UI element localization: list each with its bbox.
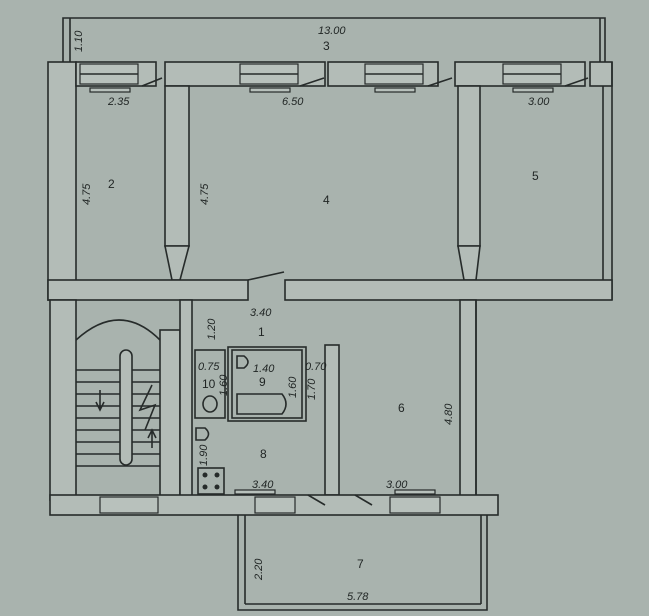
room-number-9: 9 (259, 375, 266, 389)
door-swing (141, 77, 163, 87)
room-number-6: 6 (398, 401, 405, 415)
top-wall-segment (589, 61, 613, 87)
partition-wall (164, 85, 190, 247)
radiator (374, 87, 416, 93)
left-exterior-wall (47, 61, 77, 301)
room-number-4: 4 (323, 193, 330, 207)
room-number-1: 1 (258, 325, 265, 339)
dim-room8-depth: 1.90 (198, 444, 210, 466)
stairwell-wall (49, 299, 77, 501)
door-swing (354, 494, 373, 506)
dim-room4-depth: 4.75 (199, 183, 211, 205)
dim-room6-width: 3.00 (386, 479, 408, 491)
corridor-wall (284, 279, 613, 301)
radiator (394, 489, 436, 495)
room-number-3: 3 (323, 39, 330, 53)
window (389, 496, 441, 514)
room-number-10: 10 (202, 377, 216, 391)
window (254, 496, 296, 514)
dim-room6-depth: 4.80 (443, 403, 455, 425)
radiator (234, 489, 276, 495)
room-10-outline (194, 349, 226, 419)
dim-room2-width: 2.35 (107, 96, 130, 108)
partition-wall (457, 85, 481, 247)
balcony-7-outline (237, 515, 488, 611)
dim-room1-width: 3.40 (250, 307, 272, 319)
dim-closet-depth: 1.70 (306, 378, 318, 400)
room-number-2: 2 (108, 177, 115, 191)
room-number-8: 8 (260, 447, 267, 461)
dim-closet-width: 0.70 (305, 361, 327, 373)
dim-balcony3-depth: 1.10 (73, 30, 85, 52)
corridor-wall (47, 279, 249, 301)
kitchen-sink-icon (195, 427, 210, 441)
toilet-icon (202, 395, 218, 413)
stair-handrail (119, 349, 133, 466)
room-6-wall (324, 344, 340, 496)
dim-room10-depth: 1.60 (218, 374, 230, 396)
room-9-outline (231, 349, 303, 419)
stove-icon (197, 467, 225, 495)
window (99, 496, 159, 514)
dim-balcony3-length: 13.00 (318, 25, 346, 37)
balcony-3-outline (62, 17, 606, 62)
room-6-right-wall (459, 299, 477, 501)
door-swing (307, 494, 326, 506)
dim-room8-width: 3.40 (252, 479, 274, 491)
radiator (512, 87, 554, 93)
bath-block-wall (227, 346, 307, 422)
stair-steps (76, 369, 160, 467)
dim-balcony7-length: 5.78 (347, 591, 369, 603)
dim-room1-depth: 1.20 (206, 318, 218, 340)
dim-room10-width: 0.75 (198, 361, 220, 373)
door-swing (247, 271, 285, 281)
door-swing (427, 77, 453, 87)
room-number-5: 5 (532, 169, 539, 183)
door-swing (564, 77, 589, 87)
radiator (89, 87, 131, 93)
bathtub-icon (236, 393, 287, 415)
door-swing (299, 77, 325, 87)
stair-landing-curve (75, 319, 161, 341)
radiator (249, 87, 291, 93)
dim-room2-depth: 4.75 (81, 183, 93, 205)
dim-room9-depth: 1.60 (287, 376, 299, 398)
sink-icon (236, 355, 249, 369)
dim-room5-width: 3.00 (528, 96, 550, 108)
dim-room4-width: 6.50 (282, 96, 304, 108)
dim-room9-width: 1.40 (253, 363, 275, 375)
room-number-7: 7 (357, 557, 364, 571)
kitchen-wall (179, 299, 193, 501)
dim-balcony7-depth: 2.20 (253, 558, 265, 581)
stairwell-wall (159, 329, 181, 501)
